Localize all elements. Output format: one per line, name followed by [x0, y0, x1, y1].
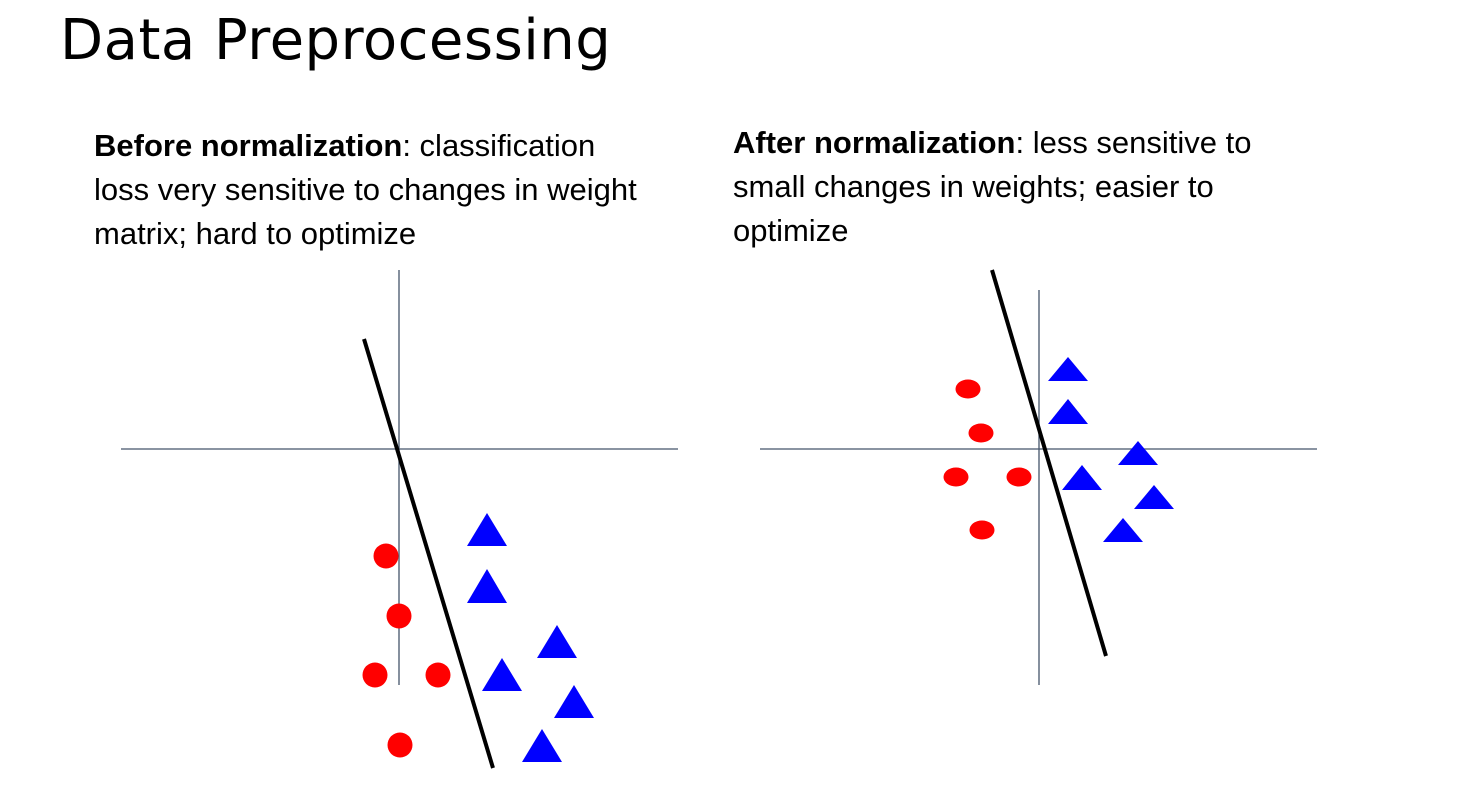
triangle-point [1062, 465, 1102, 490]
triangle-point [467, 513, 507, 546]
triangle-point [1118, 441, 1158, 465]
circle-point [373, 543, 399, 569]
circle-point [425, 662, 451, 688]
triangle-point [482, 658, 522, 691]
after-normalization-text: : less sensitive to small changes in wei… [733, 125, 1252, 248]
triangle-point [1048, 399, 1088, 424]
triangle-point [554, 685, 594, 718]
after-normalization-heading: After normalization [733, 125, 1016, 160]
triangle-point [1103, 518, 1143, 542]
page-title: Data Preprocessing [60, 8, 612, 73]
decision-boundary [362, 338, 495, 769]
before-normalization-plot [121, 270, 678, 769]
triangle-point [522, 729, 562, 762]
decision-boundary [990, 269, 1108, 657]
circle-point [387, 732, 413, 758]
circle-point [968, 423, 994, 443]
circle-point [969, 520, 995, 540]
circle-points [943, 379, 1032, 540]
triangle-points [467, 513, 594, 762]
triangle-point [1048, 357, 1088, 381]
triangle-point [1134, 485, 1174, 509]
before-normalization-text: : classification loss very sensitive to … [94, 128, 637, 251]
triangle-point [537, 625, 577, 658]
after-normalization-caption: After normalization: less sensitive to s… [733, 121, 1313, 253]
circle-point [386, 603, 412, 629]
circle-point [943, 467, 969, 487]
circle-point [1006, 467, 1032, 487]
before-normalization-caption: Before normalization: classification los… [94, 124, 654, 256]
before-normalization-heading: Before normalization [94, 128, 403, 163]
after-normalization-plot [760, 269, 1317, 685]
circle-point [362, 662, 388, 688]
circle-points [362, 543, 451, 758]
triangle-points [1048, 357, 1174, 542]
triangle-point [467, 569, 507, 603]
circle-point [955, 379, 981, 399]
